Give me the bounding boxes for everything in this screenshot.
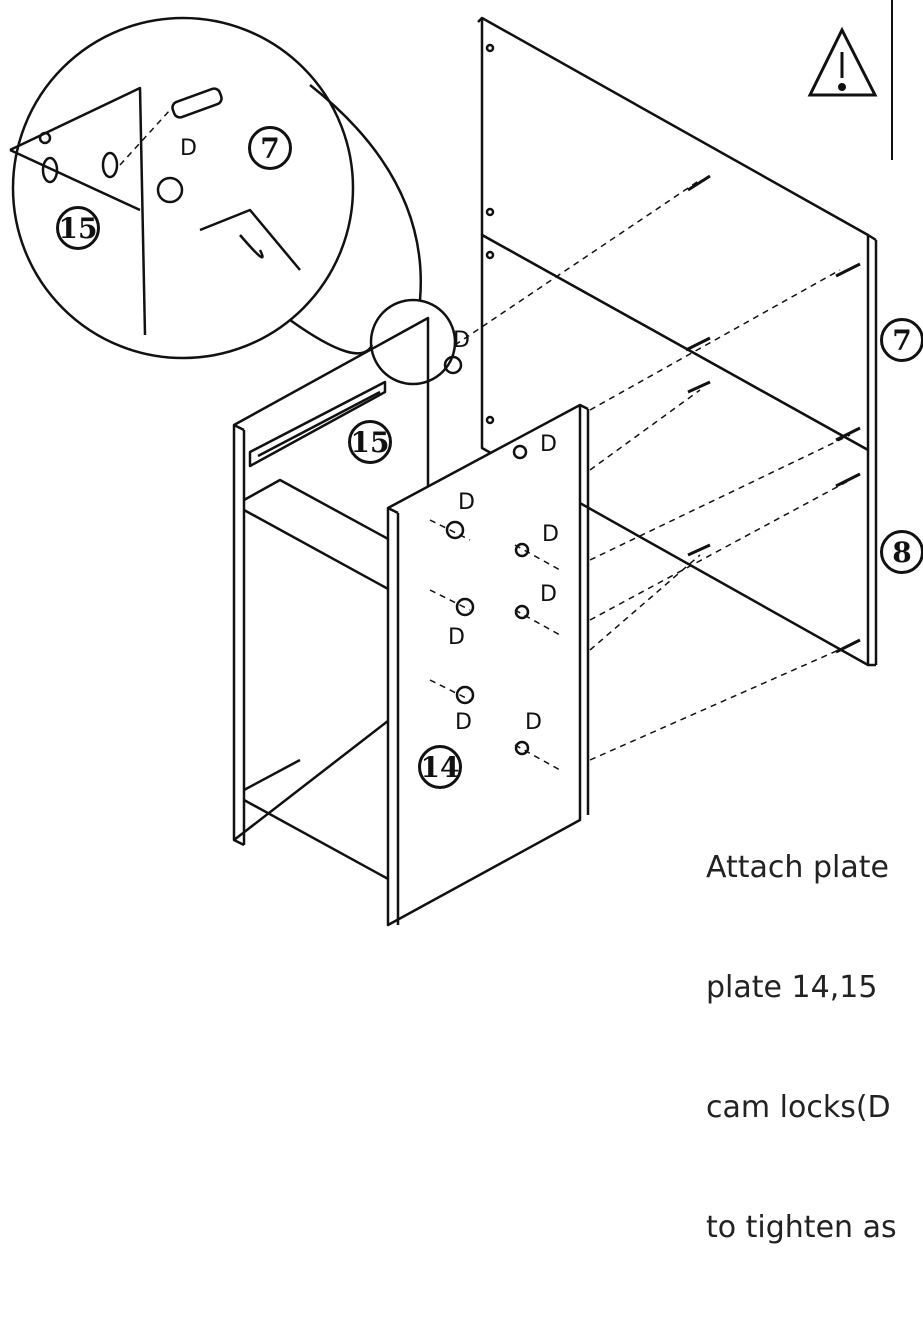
fastener-label-d-inset: D <box>180 136 197 161</box>
fastener-label-d: D <box>455 710 472 735</box>
inset-part-label-7: 7 <box>248 126 292 170</box>
part-label-7: 7 <box>880 318 923 362</box>
part-label-8: 8 <box>880 530 923 574</box>
instruction-line: Attach plate <box>706 850 889 885</box>
assembly-diagram: 15 7 15 14 7 8 D D D D D D D D D Attach … <box>9 0 923 1245</box>
part-label-14: 14 <box>418 745 462 789</box>
fastener-label-d: D <box>540 582 557 607</box>
fastener-label-d: D <box>525 710 542 735</box>
fastener-label-d: D <box>542 522 559 547</box>
fastener-label-d: D <box>453 328 470 353</box>
warning-triangle-icon <box>807 0 893 160</box>
fastener-label-d: D <box>540 432 557 457</box>
assembly-drawing <box>9 0 893 927</box>
instruction-text: Attach plate plate 14,15 cam locks(D to … <box>706 768 897 1328</box>
panel-14-outline <box>386 403 582 927</box>
fastener-label-d: D <box>458 490 475 515</box>
part-label-15: 15 <box>348 420 392 464</box>
instruction-line: plate 14,15 <box>706 970 878 1005</box>
instruction-line: to tighten as <box>706 1210 897 1245</box>
inset-part-label-15: 15 <box>56 206 100 250</box>
instruction-line: cam locks(D <box>706 1090 891 1125</box>
fastener-label-d: D <box>448 625 465 650</box>
